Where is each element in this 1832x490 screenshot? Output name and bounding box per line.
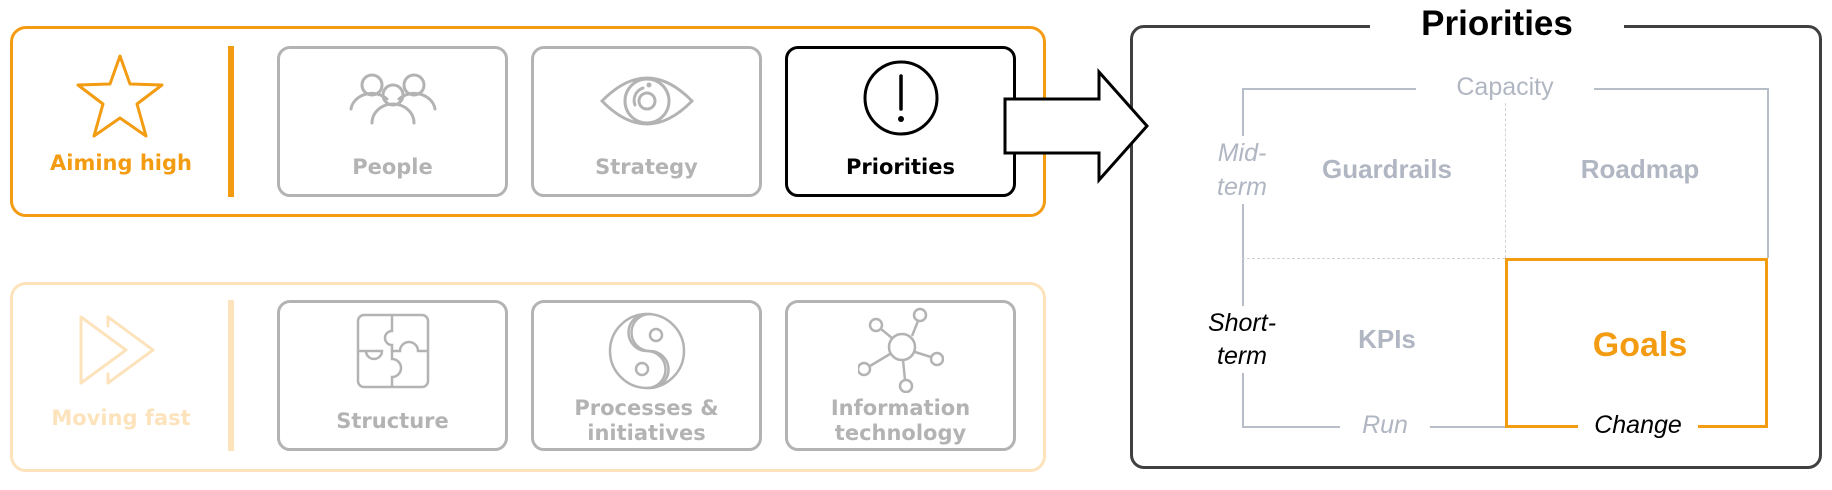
axis-label-change: Change xyxy=(1578,408,1698,442)
axis-label-short-term-1: Short- xyxy=(1198,306,1286,340)
network-icon xyxy=(857,307,944,393)
exclamation-circle-icon xyxy=(863,60,938,136)
grid-left-line xyxy=(1242,88,1244,427)
card-label: Strategy xyxy=(595,155,698,179)
group-divider xyxy=(228,46,234,197)
card-people[interactable]: People xyxy=(277,46,508,197)
card-label-line1: Processes & xyxy=(574,396,719,420)
card-processes-initiatives[interactable]: Processes & initiatives xyxy=(531,300,762,451)
quadrant-guardrails: Guardrails xyxy=(1321,154,1453,184)
yin-yang-icon xyxy=(608,312,685,390)
quadrant-kpis: KPIs xyxy=(1358,324,1416,354)
eye-icon xyxy=(599,76,694,126)
axis-label-mid-term-1: Mid- xyxy=(1208,136,1276,170)
card-priorities[interactable]: Priorities xyxy=(785,46,1016,197)
axis-label-mid-term-2: term xyxy=(1208,170,1276,204)
card-label: Structure xyxy=(336,409,449,433)
card-label: Priorities xyxy=(846,155,955,179)
grid-right-line xyxy=(1767,88,1769,258)
group-label-moving-fast: Moving fast xyxy=(51,406,191,430)
card-information-technology[interactable]: Information technology xyxy=(785,300,1016,451)
grid-mid-vertical xyxy=(1505,88,1506,258)
group-moving-fast xyxy=(10,282,1046,472)
axis-label-run: Run xyxy=(1340,408,1430,442)
card-structure[interactable]: Structure xyxy=(277,300,508,451)
star-icon xyxy=(76,54,164,138)
axis-label-capacity: Capacity xyxy=(1416,72,1594,102)
panel-title: Priorities xyxy=(1370,0,1624,48)
quadrant-roadmap: Roadmap xyxy=(1580,154,1700,184)
card-label-line2: initiatives xyxy=(587,421,706,445)
card-strategy[interactable]: Strategy xyxy=(531,46,762,197)
axis-label-short-term-2: term xyxy=(1198,339,1286,373)
grid-mid-horizontal xyxy=(1242,258,1505,259)
right-arrow-icon xyxy=(1003,68,1150,184)
puzzle-icon xyxy=(356,313,429,389)
fast-forward-icon xyxy=(79,315,155,385)
group-label-aiming-high: Aiming high xyxy=(50,151,192,175)
card-label: People xyxy=(352,155,433,179)
card-label-line1: Information xyxy=(830,396,971,420)
card-label-line2: technology xyxy=(834,421,967,445)
quadrant-goals: Goals xyxy=(1592,326,1688,364)
people-icon xyxy=(349,73,436,125)
group-divider xyxy=(228,300,234,451)
